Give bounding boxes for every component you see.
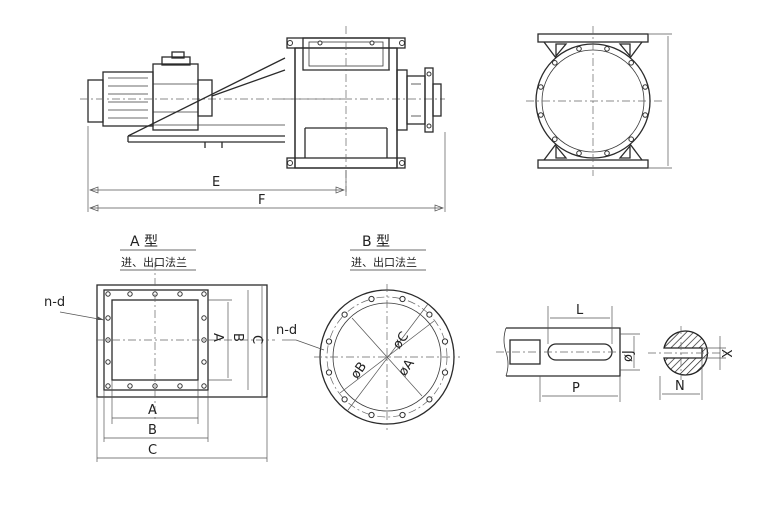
bolt-hole <box>628 60 635 66</box>
bolt-hole <box>604 150 610 156</box>
bolt-hole <box>399 411 406 419</box>
type-b-bolt-label: n-d <box>276 323 297 338</box>
type-b-dim-c: øC <box>390 329 412 352</box>
side-view-bolts <box>538 46 649 156</box>
dim-e-label: E <box>212 175 220 190</box>
type-a-dim-c-v: C <box>249 335 264 344</box>
bolt-hole <box>105 291 111 297</box>
type-a-bolt-label: n-d <box>44 295 65 310</box>
side-view <box>526 26 672 176</box>
type-a-subtitle: 进、出口法兰 <box>121 255 187 269</box>
type-a-flange: A 型 进、出口法兰 n-d A B C A B C <box>44 234 275 462</box>
motor-bracket <box>127 57 286 148</box>
shaft-dim-p: P <box>572 381 580 396</box>
bolt-hole <box>325 369 333 376</box>
type-a-dim-b-v: B <box>230 333 245 342</box>
valve-body <box>280 26 445 192</box>
bolt-hole <box>538 112 544 118</box>
type-a-dim-a: A <box>148 403 157 418</box>
bolt-hole <box>576 46 582 52</box>
bolt-hole <box>441 338 449 345</box>
bolt-hole <box>105 359 111 365</box>
main-dimensions: E F <box>87 126 446 212</box>
type-b-title: B 型 <box>362 234 390 250</box>
bolt-hole <box>341 311 348 318</box>
bolt-hole <box>628 136 635 142</box>
type-a-bolts <box>105 291 207 389</box>
bolt-hole <box>201 383 207 389</box>
bolt-hole <box>642 112 649 118</box>
bolt-hole <box>426 396 433 403</box>
dim-f-label: F <box>258 193 265 208</box>
type-a-title: A 型 <box>130 234 158 250</box>
type-a-dim-c: C <box>148 443 157 458</box>
bolt-hole <box>552 60 558 66</box>
type-b-bolts <box>325 295 449 419</box>
shaft-detail: L P øJ N X <box>496 303 733 402</box>
bearing-housing <box>396 67 442 133</box>
bolt-hole <box>201 359 207 365</box>
bolt-hole <box>177 383 183 389</box>
type-b-flange: B 型 进、出口法兰 øB øC øA n-d <box>276 234 460 430</box>
shaft-dim-x: X <box>718 349 733 358</box>
bolt-hole <box>127 291 133 297</box>
bolt-hole <box>105 383 111 389</box>
type-a-dim-b: B <box>148 423 157 438</box>
type-b-subtitle: 进、出口法兰 <box>351 255 417 269</box>
bolt-hole <box>105 315 111 321</box>
bolt-hole <box>325 338 333 345</box>
bolt-hole <box>576 150 582 156</box>
bolt-hole <box>552 136 558 142</box>
bolt-hole <box>201 315 207 321</box>
bolt-hole <box>368 411 375 419</box>
bolt-hole <box>368 295 375 303</box>
shaft-dim-l: L <box>576 303 584 318</box>
shaft-dim-n: N <box>675 379 685 394</box>
type-a-dim-a-v: A <box>210 333 225 342</box>
bolt-hole <box>177 291 183 297</box>
bolt-hole <box>201 291 207 297</box>
gear-reducer <box>152 51 213 131</box>
shaft-dim-j: øJ <box>621 350 636 362</box>
bolt-hole <box>426 311 433 318</box>
type-b-dim-b: øB <box>348 360 370 382</box>
bolt-hole <box>441 369 449 376</box>
main-elevation-view: E F <box>80 26 446 212</box>
bolt-hole <box>399 295 406 303</box>
bolt-hole <box>538 84 544 90</box>
bolt-hole <box>341 396 348 403</box>
type-b-dim-a: øA <box>396 357 418 379</box>
bolt-hole <box>127 383 133 389</box>
bolt-hole <box>604 46 610 52</box>
bolt-hole <box>642 84 649 90</box>
